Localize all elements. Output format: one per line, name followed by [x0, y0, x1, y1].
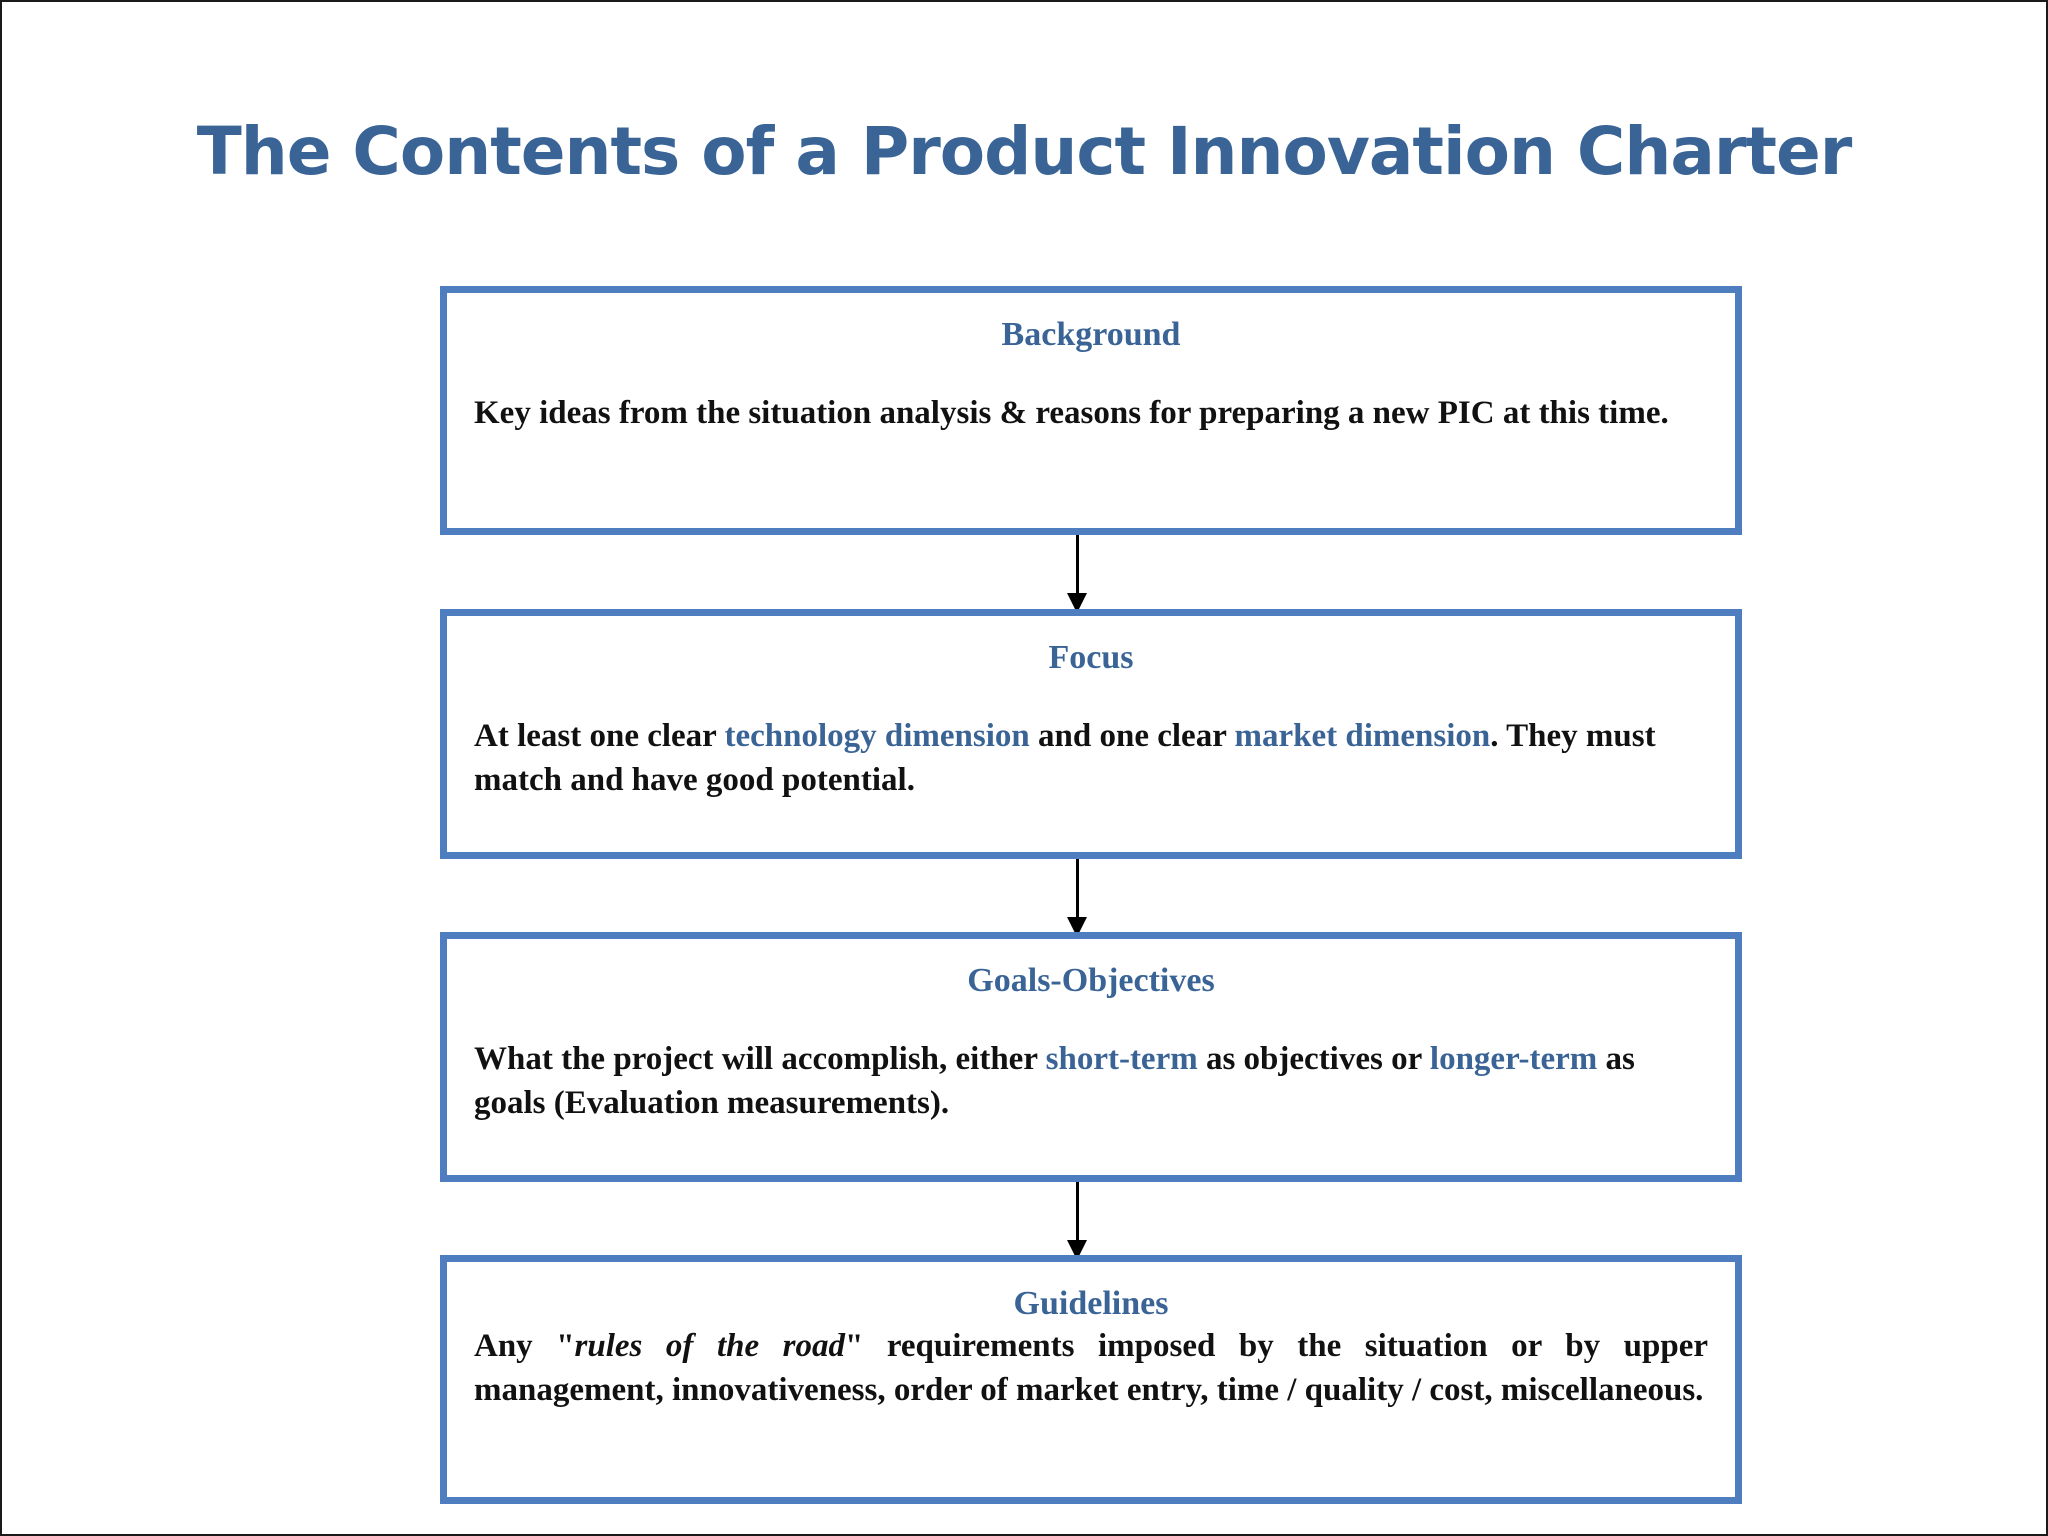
guidelines-heading: Guidelines [1013, 1285, 1169, 1322]
technology-dimension-term: technology dimension [724, 718, 1030, 754]
rules-of-the-road-term: rules of the road [574, 1328, 845, 1364]
focus-text-part: . They must match and have good potentia… [474, 718, 1656, 798]
guidelines-text-part: Any " [474, 1328, 575, 1364]
slide-title: The Contents of a Product Innovation Cha… [196, 113, 1853, 190]
background-heading: Background [1001, 316, 1181, 353]
guidelines-text: Any "rules of the road" requirements imp… [474, 1324, 1708, 1412]
goals-objectives-heading: Goals-Objectives [967, 962, 1215, 999]
goals-text-part: as objectives or [1197, 1041, 1430, 1077]
goals-objectives-text: What the project will accomplish, either… [474, 1037, 1708, 1125]
focus-text-part: At least one clear [474, 718, 725, 754]
focus-text: At least one clear technology dimension … [474, 714, 1708, 802]
guidelines-text-part: " requirements imposed by the situation … [474, 1328, 1708, 1408]
background-box: Background Key ideas from the situation … [440, 286, 1742, 535]
goals-text-part: as goals (Evaluation measurements). [474, 1041, 1635, 1121]
focus-heading: Focus [1048, 639, 1134, 676]
background-text: Key ideas from the situation analysis & … [474, 395, 1669, 431]
focus-box: Focus At least one clear technology dime… [440, 609, 1742, 859]
market-dimension-term: market dimension [1234, 718, 1491, 754]
focus-text-part: and one clear [1029, 718, 1235, 754]
short-term-term: short-term [1045, 1041, 1198, 1077]
guidelines-box: Guidelines Any "rules of the road" requi… [440, 1255, 1742, 1504]
longer-term-term: longer-term [1429, 1041, 1598, 1077]
goals-objectives-box: Goals-Objectives What the project will a… [440, 932, 1742, 1182]
goals-text-part: What the project will accomplish, either [474, 1041, 1046, 1077]
